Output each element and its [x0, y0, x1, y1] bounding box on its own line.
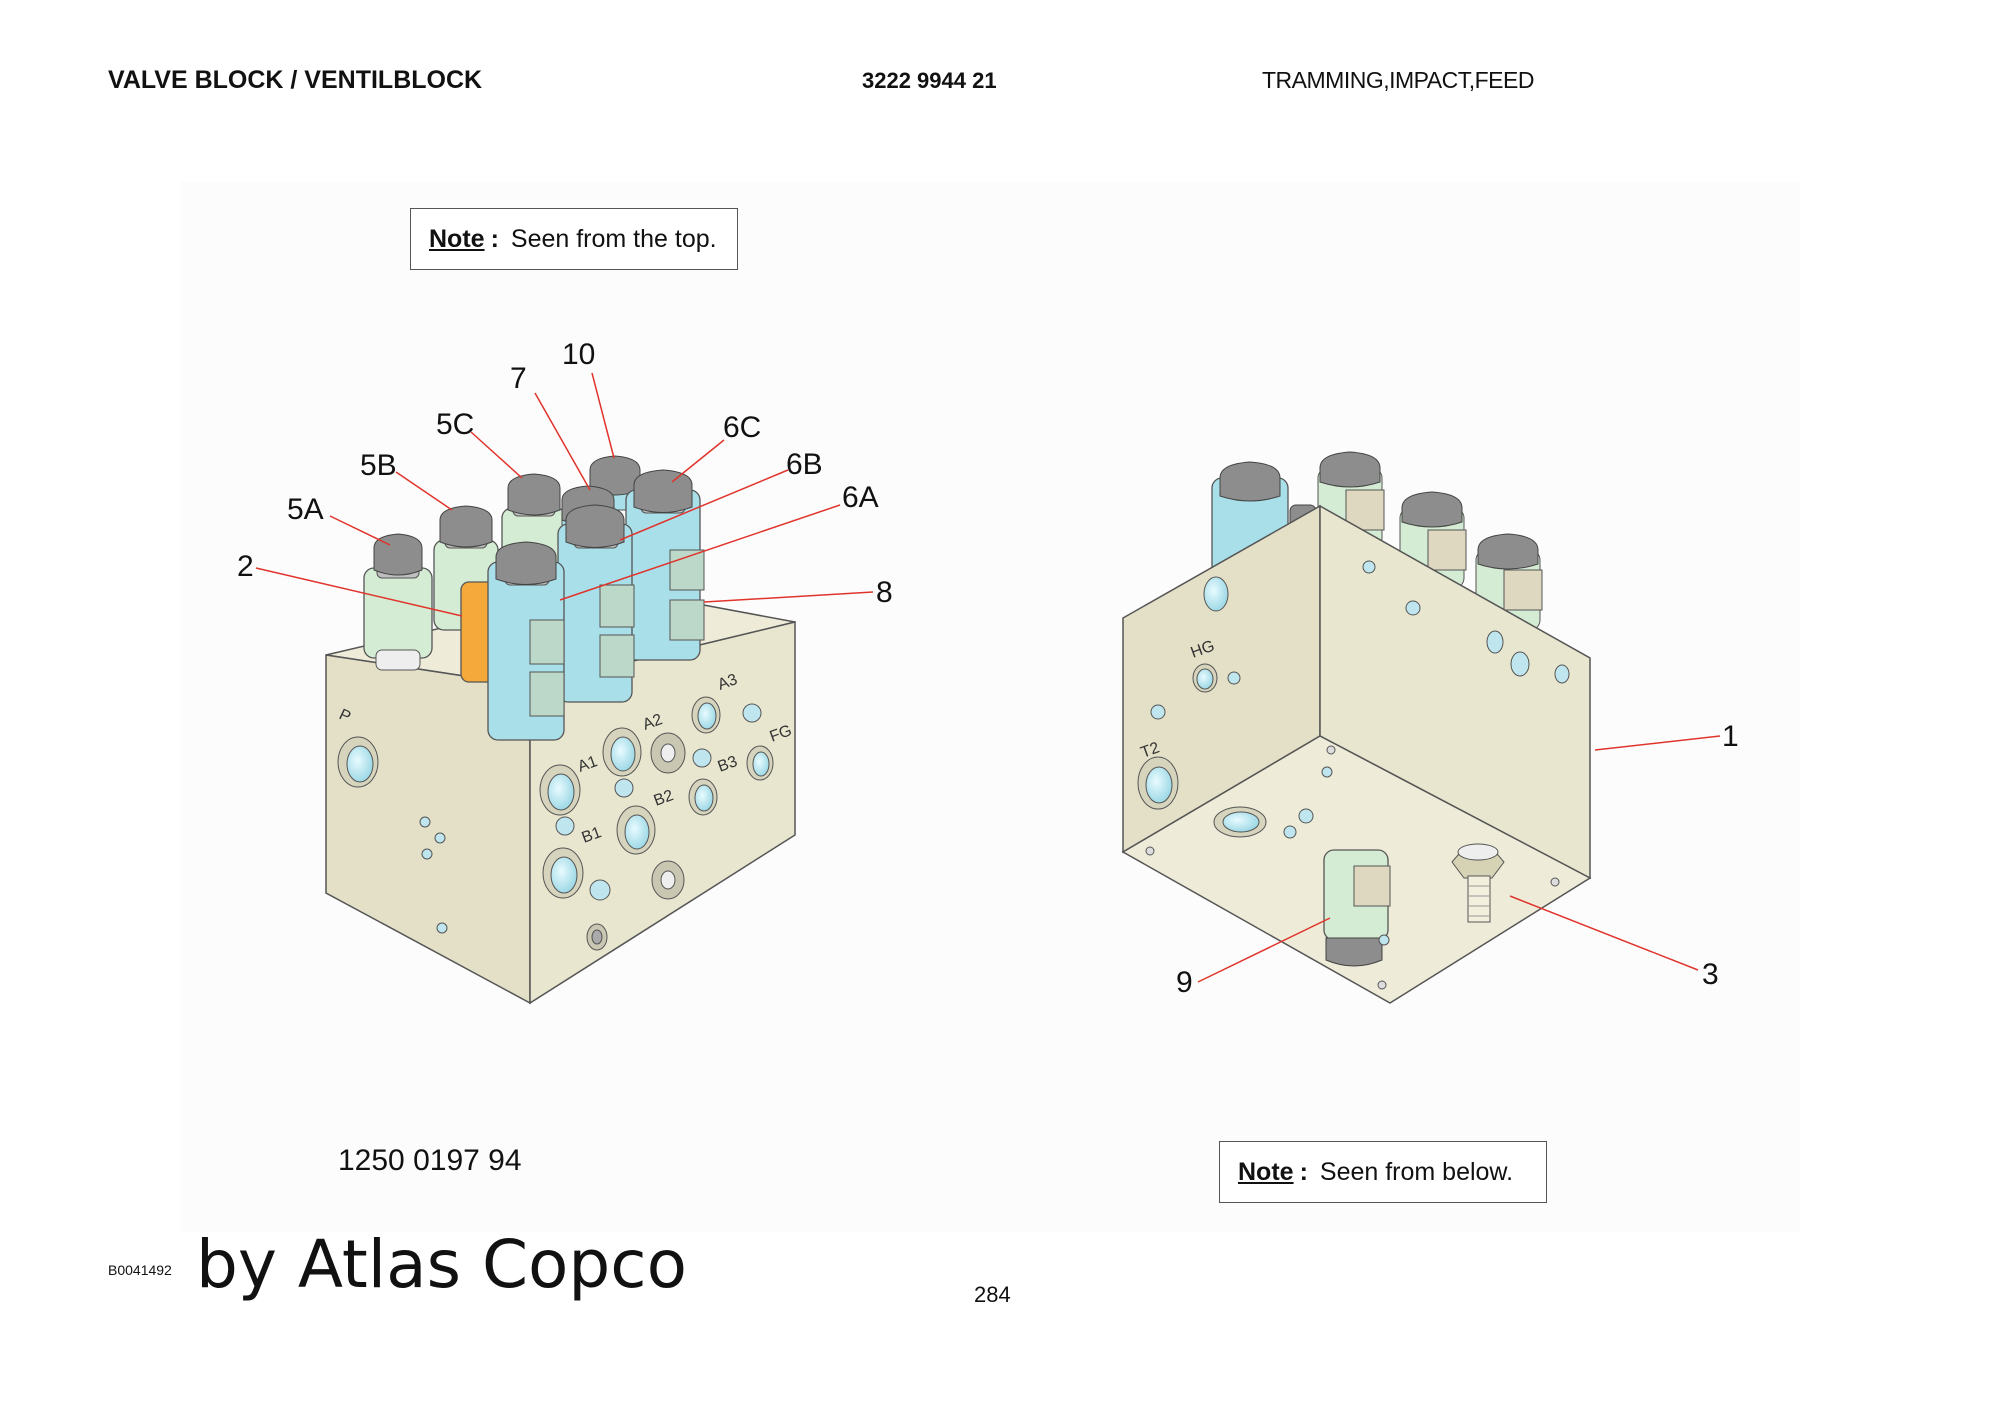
- callout-6A: 6A: [842, 481, 879, 514]
- port-label-B3: B3: [716, 753, 740, 776]
- right-green-solenoid-2: [1399, 491, 1467, 589]
- callout-7: 7: [510, 362, 527, 395]
- callout-6C: 6C: [723, 411, 761, 444]
- header-title: VALVE BLOCK / VENTILBLOCK: [108, 66, 483, 94]
- port-label-A1: A1: [576, 753, 600, 776]
- note-seen-from-top: Note : Seen from the top.: [410, 208, 738, 270]
- header-part-number: 3222 9944 21: [862, 68, 997, 93]
- left-block-right-face: [529, 621, 796, 1005]
- port-label-B1: B1: [580, 824, 604, 847]
- port-label-B2: B2: [652, 787, 676, 810]
- brand-text: by Atlas Copco: [196, 1226, 687, 1303]
- port-label-A3: A3: [716, 671, 740, 694]
- callout-2: 2: [237, 550, 254, 583]
- callout-9: 9: [1176, 966, 1193, 999]
- note-top-label: Note: [429, 224, 485, 253]
- solenoid-5A: [363, 533, 433, 671]
- left-leader-lines: [255, 372, 874, 617]
- right-leader-lines: [1197, 735, 1721, 983]
- part-3-fitting: [1451, 843, 1505, 923]
- callout-8: 8: [876, 576, 893, 609]
- note-top-text: Seen from the top.: [510, 224, 717, 253]
- left-valve-block: [325, 455, 796, 1005]
- port-label-T2: T2: [1139, 739, 1162, 761]
- callout-3: 3: [1702, 958, 1719, 991]
- note-top-colon: :: [490, 224, 499, 253]
- port-label-FG: FG: [768, 722, 795, 746]
- callout-5B: 5B: [360, 449, 397, 482]
- port-label-A2: A2: [641, 711, 665, 734]
- callout-5A: 5A: [287, 493, 324, 526]
- callout-10: 10: [562, 338, 595, 371]
- note-below-text: Seen from below.: [1319, 1157, 1514, 1186]
- callout-1: 1: [1722, 720, 1739, 753]
- figure-code: B0041492: [108, 1262, 172, 1278]
- solenoid-6B: [557, 504, 635, 703]
- note-below-label: Note: [1238, 1157, 1294, 1186]
- note-below-colon: :: [1299, 1157, 1308, 1186]
- part-9-solenoid: [1323, 849, 1391, 967]
- right-valve-block: [1121, 451, 1592, 1004]
- figure-part-number: 1250 0197 94: [338, 1144, 522, 1177]
- solenoid-6C: [625, 469, 705, 661]
- callout-6B: 6B: [786, 448, 823, 481]
- callout-5C: 5C: [436, 408, 474, 441]
- header-function: TRAMMING,IMPACT,FEED: [1262, 67, 1534, 93]
- note-seen-from-below: Note : Seen from below.: [1219, 1141, 1547, 1203]
- solenoid-6A: [487, 541, 565, 741]
- page-number: 284: [974, 1282, 1011, 1307]
